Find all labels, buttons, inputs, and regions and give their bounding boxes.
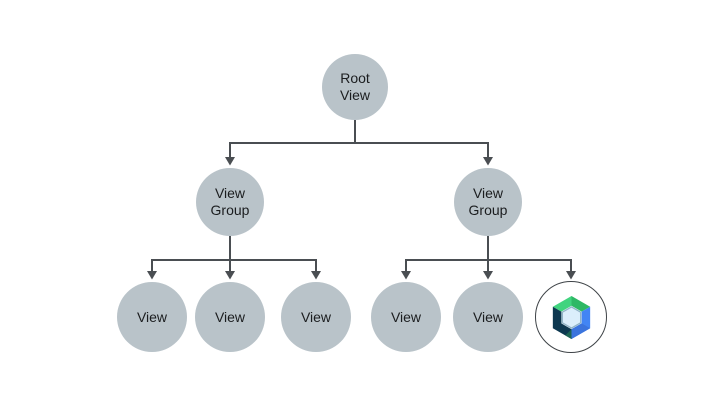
view-group-node-left: View Group	[196, 168, 264, 236]
compose-center-hexagon	[561, 305, 581, 329]
view-group-node-right: View Group	[454, 168, 522, 236]
right-branch-line	[405, 259, 572, 271]
arrow-down-icon	[225, 271, 235, 280]
arrow-down-icon	[483, 271, 493, 280]
root-view-node: Root View	[322, 54, 388, 120]
jetpack-compose-icon	[552, 295, 590, 339]
view-node: View	[281, 282, 351, 352]
root-to-groups-connector	[225, 120, 493, 166]
groups-branch-line	[229, 142, 489, 158]
right-group-to-views-connector	[401, 236, 576, 280]
compose-roof-right	[571, 295, 590, 312]
arrow-down-icon	[566, 271, 576, 280]
compose-face-right-shade	[571, 322, 590, 339]
view-node: View	[195, 282, 265, 352]
compose-roof-left	[552, 295, 571, 312]
arrow-down-icon	[225, 157, 235, 166]
left-group-to-views-connector	[147, 236, 321, 280]
arrow-down-icon	[401, 271, 411, 280]
left-branch-line	[151, 259, 317, 271]
view-node: View	[371, 282, 441, 352]
arrow-down-icon	[147, 271, 157, 280]
arrow-down-icon	[311, 271, 321, 280]
arrow-down-icon	[483, 157, 493, 166]
compose-node	[535, 281, 607, 353]
compose-face-teal	[564, 328, 571, 339]
view-node: View	[117, 282, 187, 352]
compose-face-left	[552, 306, 571, 339]
view-node: View	[453, 282, 523, 352]
